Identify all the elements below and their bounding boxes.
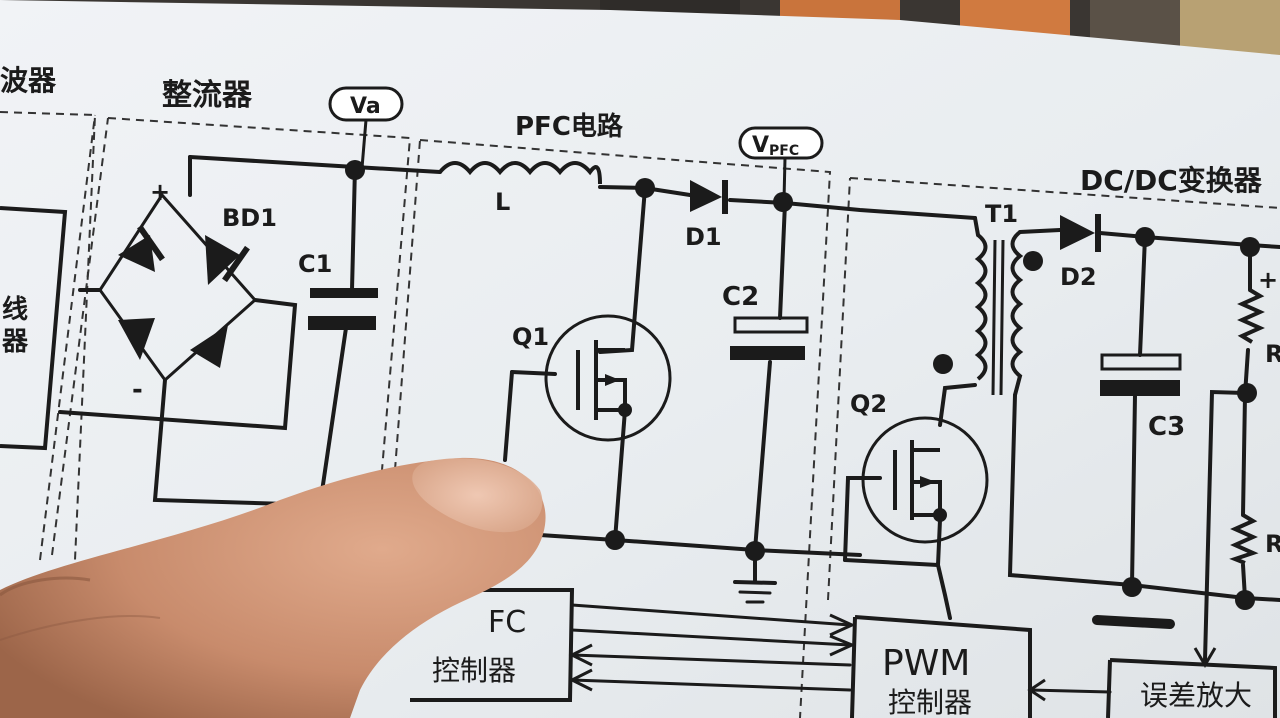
error-amp-block: 误差放大 <box>1106 658 1277 718</box>
bridge-plus-label: + <box>150 178 170 206</box>
filter-block-line1: 线 <box>2 295 28 325</box>
t1-label: T1 <box>985 200 1018 228</box>
vpfc-label-sub: PFC <box>769 143 799 159</box>
pwm-controller-block: PWM 控制器 <box>850 615 1032 718</box>
c1-label: C1 <box>298 250 332 278</box>
section-dcdc-title: DC/DC变换器 <box>1080 164 1263 197</box>
diode-d2 <box>1060 214 1101 252</box>
resistor-bottom-label: R <box>1265 530 1280 558</box>
c3-label: C3 <box>1148 412 1185 442</box>
bd1-label: BD1 <box>222 204 277 232</box>
pfc-controller-block: FC 控制器 <box>410 588 575 702</box>
section-rectifier-title: 整流器 <box>162 78 253 113</box>
node-labels: Va V PFC <box>328 86 824 201</box>
l-label: L <box>495 188 510 216</box>
d1-label: D1 <box>685 223 722 251</box>
pwm-controller-top: PWM <box>882 643 970 684</box>
pwm-controller-bottom: 控制器 <box>888 686 972 718</box>
diode-d1 <box>690 180 728 214</box>
wires <box>58 155 1280 694</box>
mosfet-q2 <box>861 416 989 544</box>
q2-label: Q2 <box>850 390 887 418</box>
resistors <box>1229 288 1265 565</box>
background-hardware <box>0 0 1280 60</box>
filter-block-line2: 器 <box>1 327 29 357</box>
q1-label: Q1 <box>512 323 549 351</box>
error-amp-label: 误差放大 <box>1140 679 1252 712</box>
inductor-l <box>438 161 602 185</box>
bridge-diodes <box>118 224 250 368</box>
section-pfc-title: PFC电路 <box>515 111 624 142</box>
vpfc-label-main: V <box>752 133 769 158</box>
output-plus-label: + <box>1258 266 1278 294</box>
capacitor-c2 <box>730 316 809 360</box>
transformer-t1 <box>974 230 1024 396</box>
mosfet-q1 <box>544 314 672 442</box>
capacitor-c1 <box>308 288 378 330</box>
capacitor-c3 <box>1100 353 1182 396</box>
d2-label: D2 <box>1060 263 1097 291</box>
section-filter-title: 波器 <box>0 64 57 97</box>
pfc-controller-bottom: 控制器 <box>432 654 516 687</box>
pointing-finger <box>0 457 546 718</box>
c2-label: C2 <box>722 282 759 312</box>
va-label: Va <box>350 94 381 119</box>
bridge-minus-label: - <box>132 375 143 405</box>
junction-dots <box>345 160 1260 610</box>
resistor-top-label: R <box>1265 340 1280 368</box>
filter-block: 线 器 <box>0 206 68 451</box>
pfc-controller-top: FC <box>488 605 526 640</box>
